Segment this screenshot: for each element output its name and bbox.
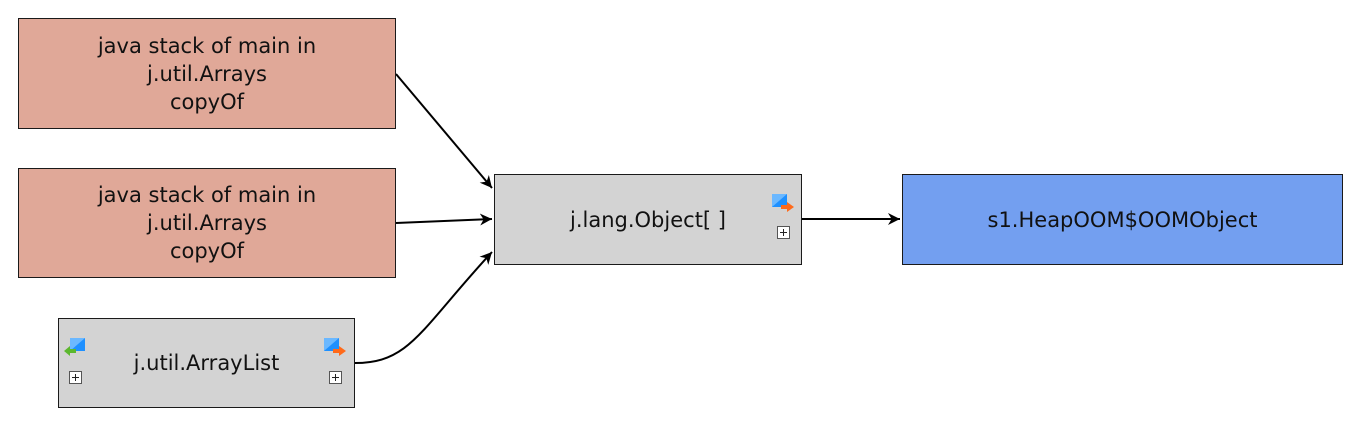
edge-stack1-to-objarray — [395, 73, 493, 189]
node-label: java stack of main in j.util.Arrays copy… — [97, 33, 317, 114]
node-arraylist[interactable]: j.util.ArrayList — [58, 318, 355, 408]
edge-stack2-to-objarray — [395, 213, 493, 226]
expand-icon[interactable] — [329, 371, 342, 384]
node-java-stack-1[interactable]: java stack of main in j.util.Arrays copy… — [18, 18, 396, 129]
node-java-stack-2[interactable]: java stack of main in j.util.Arrays copy… — [18, 168, 396, 278]
node-label: j.util.ArrayList — [133, 351, 280, 375]
node-label: java stack of main in j.util.Arrays copy… — [97, 183, 317, 263]
node-oom-object[interactable]: s1.HeapOOM$OOMObject — [902, 174, 1343, 265]
node-object-array[interactable]: j.lang.Object[ ] — [494, 174, 802, 265]
incoming-refs-icon[interactable] — [63, 337, 87, 359]
outgoing-refs-icon[interactable] — [323, 337, 347, 359]
outgoing-refs-icon[interactable] — [771, 193, 795, 215]
node-label: j.lang.Object[ ] — [570, 207, 726, 232]
expand-icon[interactable] — [69, 371, 82, 384]
expand-icon[interactable] — [777, 226, 790, 239]
node-label: s1.HeapOOM$OOMObject — [987, 207, 1258, 232]
edge-arraylist-to-objarray — [354, 251, 493, 364]
